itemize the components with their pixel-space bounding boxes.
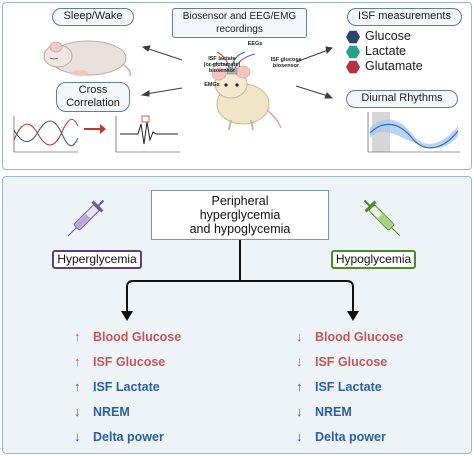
hypo-effect-0: Blood Glucose <box>315 330 404 344</box>
recordings-line2: recordings <box>216 24 263 35</box>
center-line2: hyperglycemia <box>199 208 281 222</box>
isf-glucose-line2: biosensor <box>272 63 300 70</box>
isf-lactate-line3: biosensor <box>208 68 236 75</box>
hyper-arrow-4: ↓ <box>74 429 81 444</box>
hypoglycemia-label: Hypoglycemia <box>331 250 416 269</box>
center-condition-box: Peripheral hyperglycemia and hypoglycemi… <box>151 190 329 240</box>
hypo-effect-4: Delta power <box>315 430 386 444</box>
emgs-label: EMGs <box>204 82 220 88</box>
eegs-label: EEGs <box>247 41 263 47</box>
hypo-effect-3: NREM <box>315 405 352 419</box>
cross-correlation-line1: Cross <box>78 84 108 96</box>
hyperglycemia-label: Hyperglycemia <box>52 250 142 269</box>
isf-lactate-label: ISF lactate (or glutamate) biosensor <box>193 56 251 74</box>
recordings-line1: Biosensor and EEG/EMG <box>182 11 297 22</box>
signal-overlay-plot <box>13 116 79 153</box>
hyper-effect-4: Delta power <box>93 430 164 444</box>
correlation-plot <box>115 115 180 153</box>
sleeping-mouse-illustration <box>43 40 132 77</box>
hypo-effect-1: ISF Glucose <box>315 355 388 369</box>
isf-glucose-line1: ISF glucose <box>270 57 302 63</box>
hyper-arrow-0: ↑ <box>74 329 81 344</box>
isf-lactate-line2: (or glutamate) <box>203 62 241 69</box>
hypo-arrow-3: ↓ <box>296 404 303 419</box>
diurnal-rhythms-label: Diurnal Rhythms <box>346 90 458 108</box>
lactate-hexagon-icon <box>346 45 360 59</box>
glutamate-hexagon-icon <box>346 60 360 74</box>
mouse-with-implants-illustration <box>208 52 282 131</box>
center-line3: and hypoglycemia <box>189 222 291 236</box>
isf-lactate-line1: ISF lactate <box>208 56 236 62</box>
glucose-hexagon-icon <box>346 30 360 44</box>
recordings-label: Biosensor and EEG/EMG recordings <box>172 8 307 38</box>
connector-arrows <box>140 45 334 99</box>
hyper-effect-1: ISF Glucose <box>93 355 166 369</box>
hypo-effect-2: ISF Lactate <box>315 380 382 394</box>
sleep-wake-label: Sleep/Wake <box>52 8 134 26</box>
hyper-arrow-2: ↑ <box>74 379 81 394</box>
hypo-arrow-4: ↓ <box>296 429 303 444</box>
hyper-effect-2: ISF Lactate <box>93 380 160 394</box>
hyper-effect-3: NREM <box>93 405 130 419</box>
hyper-arrow-3: ↓ <box>74 404 81 419</box>
legend-glutamate: Glutamate <box>365 59 423 73</box>
hypoglycemia-syringe-icon <box>363 199 401 237</box>
center-line1: Peripheral <box>211 194 269 208</box>
hypo-arrow-0: ↓ <box>296 329 303 344</box>
diurnal-rhythm-plot <box>367 112 460 153</box>
hypo-arrow-1: ↓ <box>296 354 303 369</box>
hypo-arrow-2: ↑ <box>296 379 303 394</box>
legend-glucose: Glucose <box>365 29 411 43</box>
isf-measurements-label: ISF measurements <box>347 8 462 26</box>
legend-lactate: Lactate <box>365 44 407 58</box>
hyperglycemia-syringe-icon <box>67 199 105 237</box>
isf-glucose-label: ISF glucose biosensor <box>262 57 310 69</box>
cross-correlation-line2: Correlation <box>66 97 120 109</box>
hyper-effect-0: Blood Glucose <box>93 330 182 344</box>
hyper-arrow-1: ↑ <box>74 354 81 369</box>
cross-correlation-label: Cross Correlation <box>56 82 130 112</box>
arrow-right-icon <box>84 124 106 134</box>
